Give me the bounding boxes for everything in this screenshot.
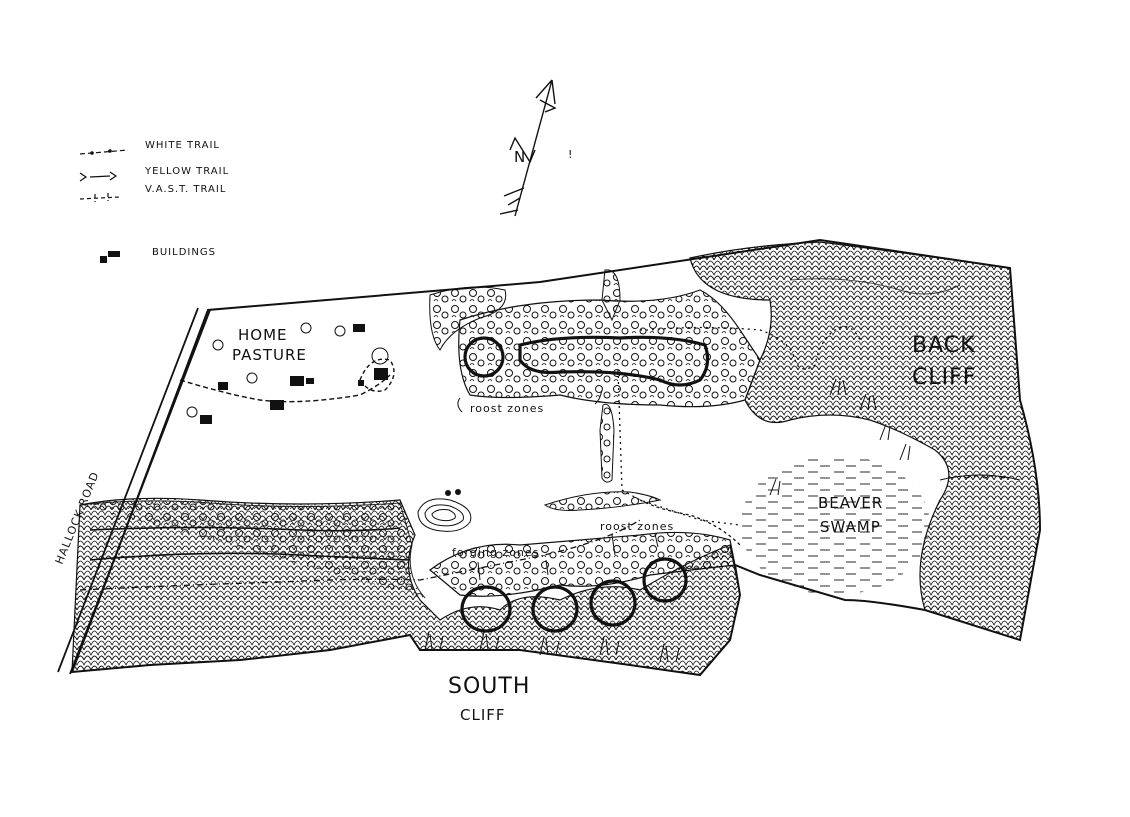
label-home: HOME: [238, 326, 288, 344]
central-forest: [458, 289, 761, 408]
compass-mark: !: [568, 148, 573, 161]
label-south: SOUTH: [448, 674, 530, 699]
beaver-swamp: [740, 455, 930, 595]
legend: WHITE TRAIL YELLOW TRAIL V.A.S.T. TRAIL …: [79, 140, 229, 263]
buildings-symbol: [100, 256, 107, 263]
annotation-roost-north: roost zones: [470, 402, 544, 415]
north-small-forest: [429, 286, 507, 351]
white-trail-loop: [359, 358, 395, 392]
label-cliff-south: CLIFF: [460, 706, 506, 724]
label-pasture: PASTURE: [232, 346, 307, 364]
forging-zone-circles: [460, 557, 688, 633]
south-forest-edge: [79, 500, 426, 599]
yellow-trail: [639, 499, 741, 546]
shrubs-home: [186, 322, 389, 418]
vertical-hedge: [599, 403, 615, 483]
label-cliff-back: CLIFF: [912, 365, 976, 390]
label-beaver: BEAVER: [818, 494, 883, 512]
vast-trail-symbol: [79, 193, 121, 202]
grass-south: [424, 631, 680, 663]
legend-white-trail: WHITE TRAIL: [145, 140, 220, 151]
compass-arrow-icon: [499, 79, 557, 217]
back-cliff-forest: [689, 241, 1041, 641]
legend-vast-trail: V.A.S.T. TRAIL: [145, 184, 226, 195]
legend-yellow-trail: YELLOW TRAIL: [144, 166, 229, 177]
roost-zone-north-circle: [463, 336, 505, 378]
annotation-roost-south: roost zones: [600, 520, 674, 533]
white-trail-symbol: [79, 149, 129, 155]
central-hedge: [543, 491, 662, 511]
white-trail-center: [617, 369, 741, 526]
pond: [417, 498, 472, 532]
legend-buildings: BUILDINGS: [152, 247, 216, 258]
label-back: BACK: [912, 333, 976, 358]
vast-trail-south: [79, 519, 641, 591]
white-trail-north: [640, 326, 861, 370]
roost-zone-north-oval: [518, 335, 710, 387]
annotation-forging: forging zones: [452, 546, 539, 559]
north-spur: [601, 269, 621, 322]
white-trail-home: [179, 374, 391, 403]
label-swamp: SWAMP: [820, 518, 881, 536]
buildings: [200, 324, 388, 424]
compass-letter: N: [514, 148, 526, 166]
yellow-trail-symbol: [79, 171, 118, 182]
marsh-grass: [769, 378, 911, 496]
